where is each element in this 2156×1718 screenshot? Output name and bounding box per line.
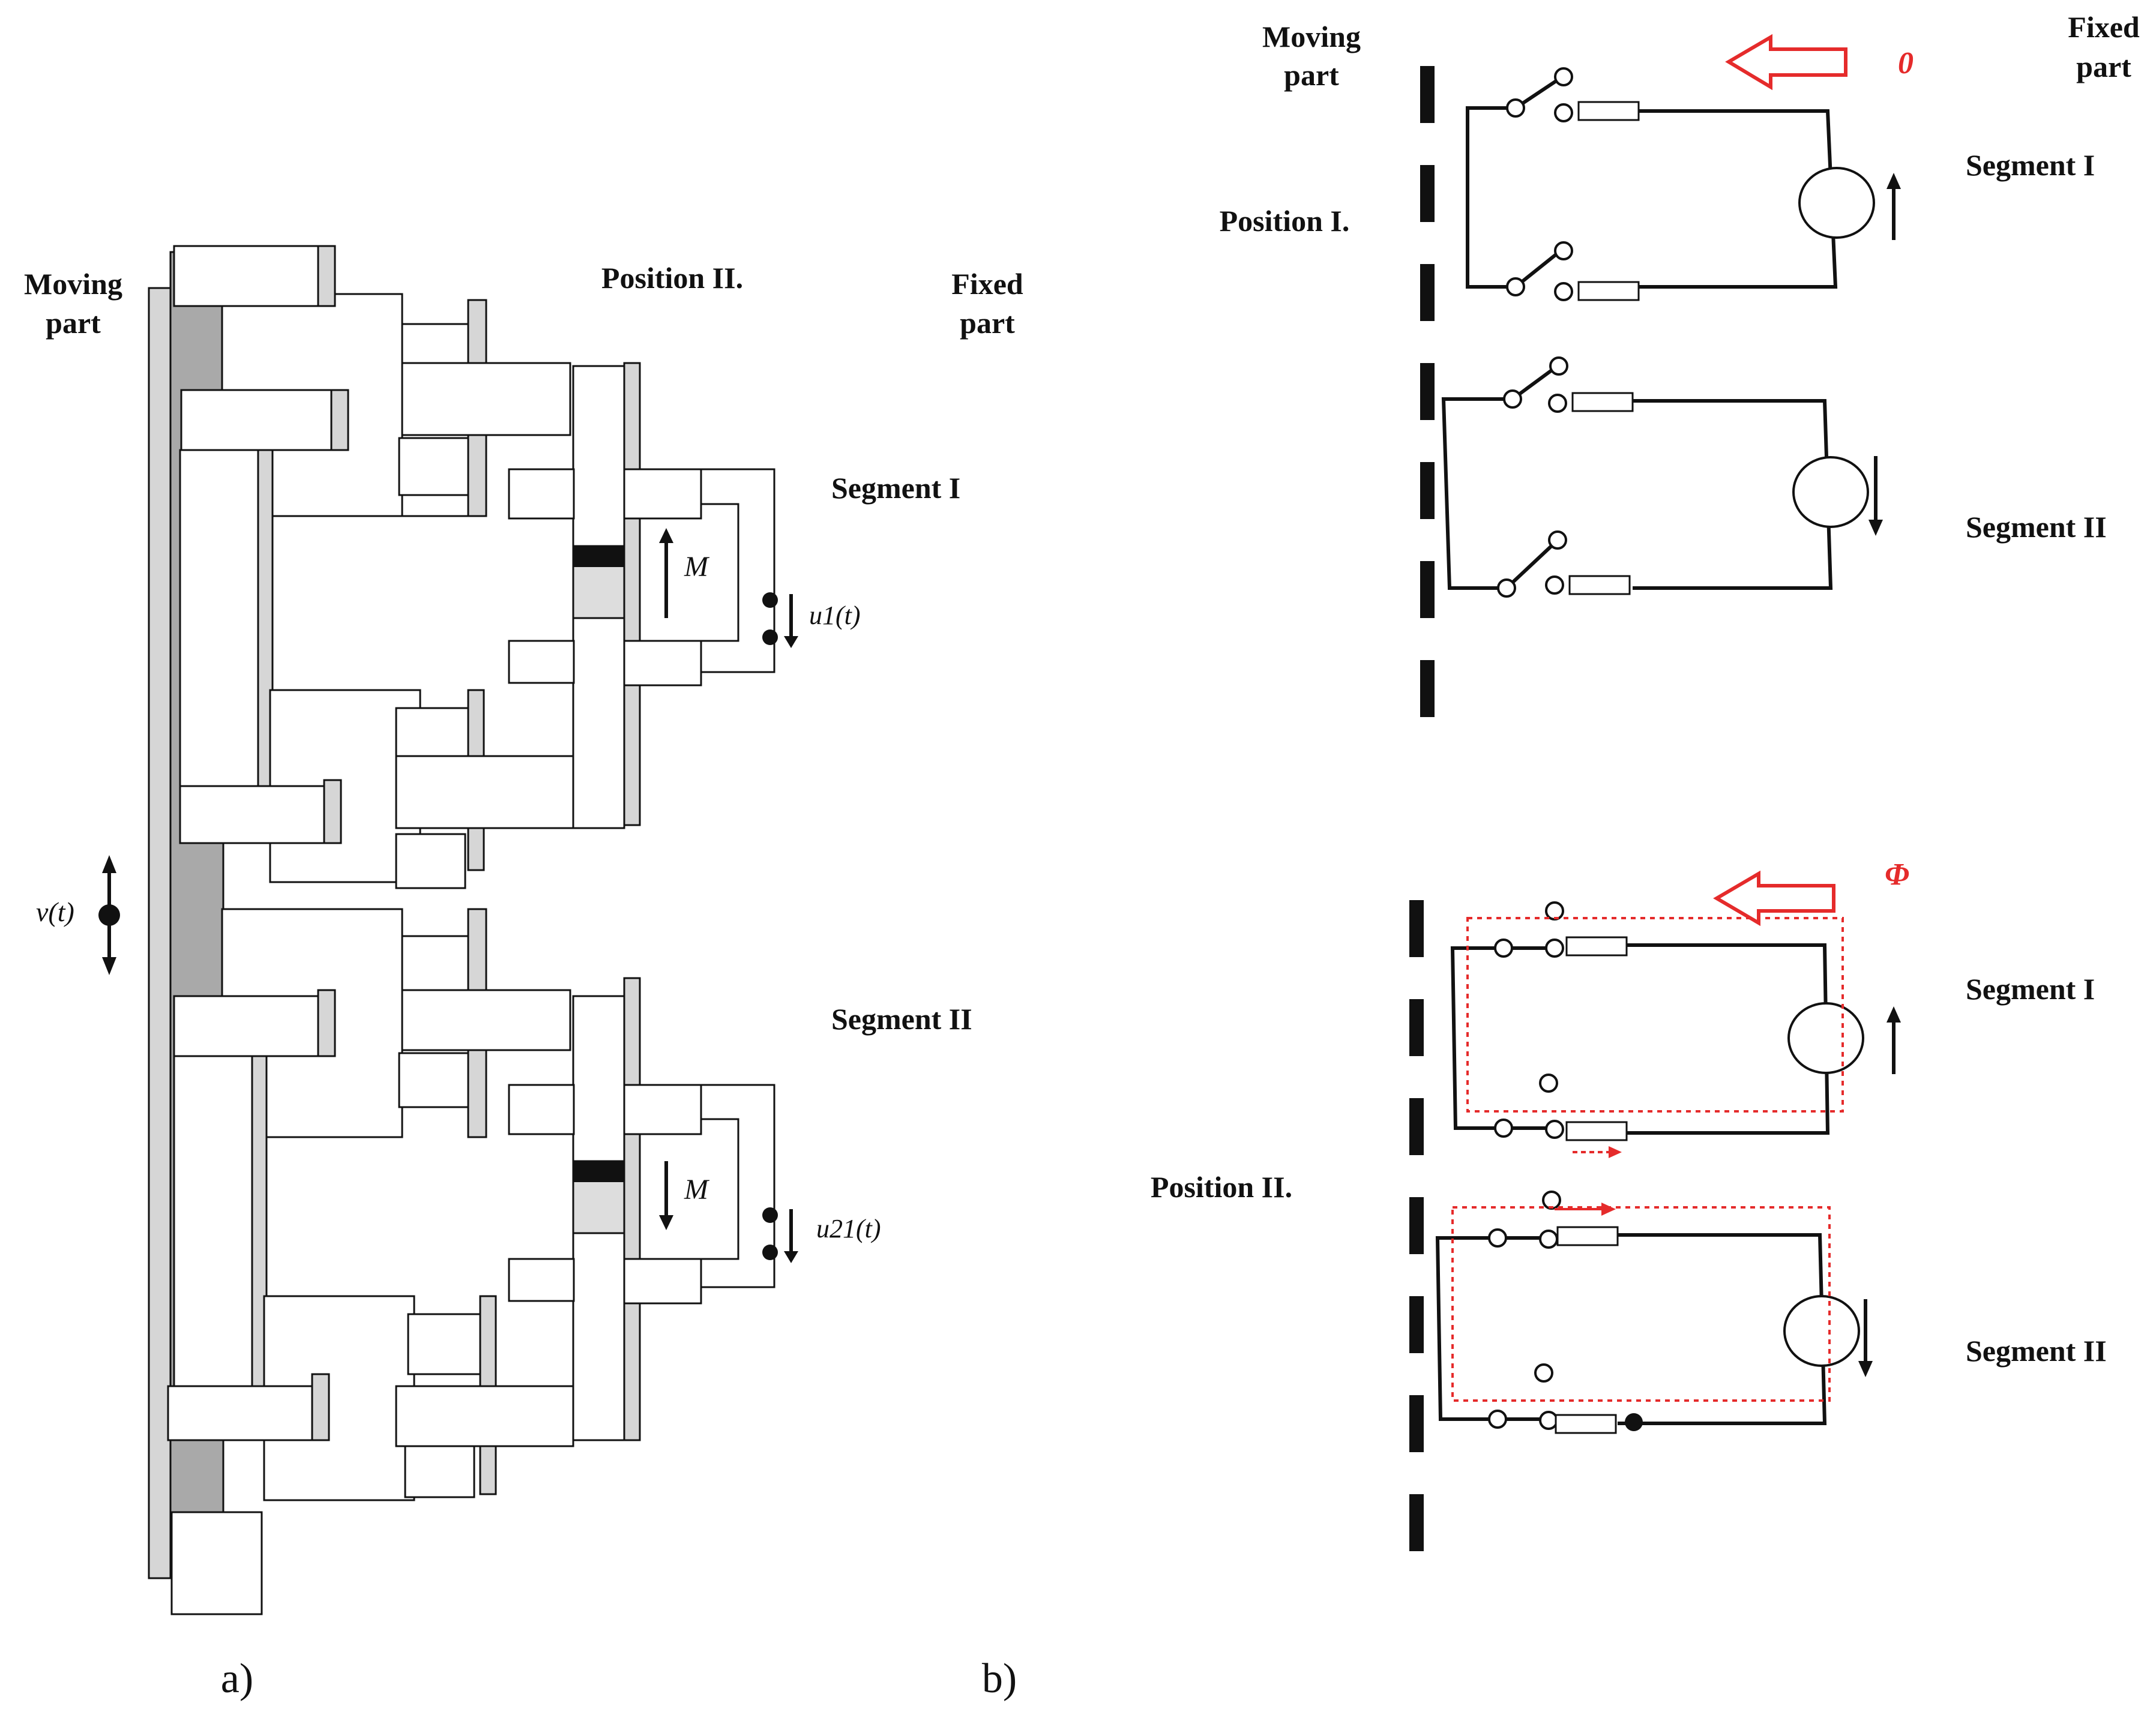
pos1-seg2-circuit (1441, 356, 1883, 598)
position-2-label-b: Position II. (1151, 1170, 1292, 1204)
moving-part-label-a-2: part (46, 306, 101, 340)
position-1-label-b: Position I. (1220, 204, 1350, 238)
pos2-seg1-circuit (1450, 901, 1901, 1158)
segment-2-coils (508, 1084, 775, 1305)
pos1-segment-1-label: Segment I (1966, 148, 2095, 182)
segment-2-magnet-label: M (684, 1174, 710, 1206)
fixed-part-label-b-1: Fixed (2068, 10, 2140, 44)
pos2-seg2-circuit (1435, 1191, 1873, 1434)
fixed-part-label-b-2: part (2076, 50, 2131, 83)
moving-part-label-b-2: part (1284, 58, 1339, 92)
segment-1-coils (508, 468, 775, 686)
segment-1-label-a: Segment I (831, 471, 960, 505)
segment-1-magnet-label: M (684, 551, 710, 583)
position-2-label-a: Position II. (601, 261, 743, 295)
caption-a: a) (221, 1656, 253, 1702)
fixed-part-label-a-1: Fixed (951, 267, 1023, 301)
panel-b: 0 (982, 10, 2140, 1702)
voltage-1-label: u1(t) (809, 601, 861, 630)
panel-a: M u1(t) (24, 245, 1023, 1702)
velocity-label: v(t) (36, 897, 74, 927)
segment-2-label-a: Segment II (831, 1002, 972, 1036)
pos2-segment-1-label: Segment I (1966, 972, 2095, 1006)
voltage-2-label: u21(t) (816, 1214, 881, 1243)
flux-arrow-zero (1725, 34, 1847, 91)
pos1-seg1-circuit (1466, 67, 1901, 301)
moving-part-label-b-1: Moving (1262, 20, 1361, 53)
pos1-segment-2-label: Segment II (1966, 510, 2107, 544)
segment-2-core (167, 908, 641, 1501)
flux-zero-label: 0 (1898, 46, 1914, 80)
fixed-part-label-a-2: part (960, 306, 1015, 340)
pos2-segment-2-label: Segment II (1966, 1334, 2107, 1368)
flux-arrow-phi (1713, 870, 1835, 927)
segment-1-core (173, 245, 641, 889)
caption-b: b) (982, 1656, 1017, 1702)
moving-part-label-a-1: Moving (24, 267, 122, 301)
flux-phi-label: Φ (1885, 857, 1909, 892)
